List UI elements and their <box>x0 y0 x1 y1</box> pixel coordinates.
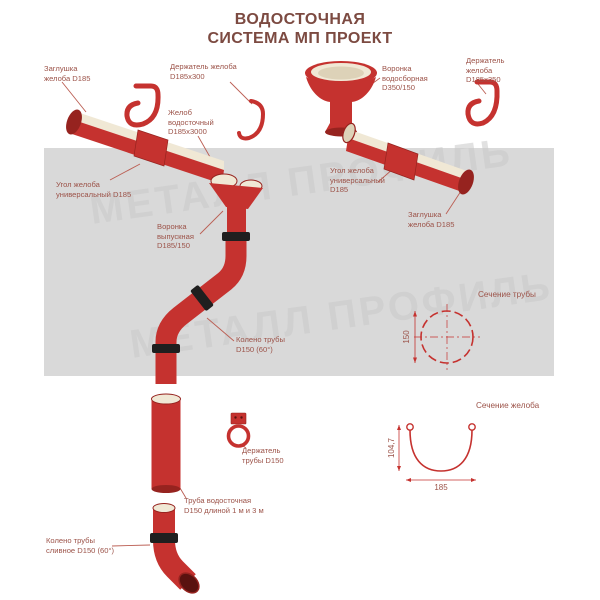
outlet-funnel-drawing <box>209 173 263 241</box>
leader-line <box>197 135 211 158</box>
label-drain-elbow: Колено трубы сливное D150 (60°) <box>46 536 115 555</box>
downpipe-open-end <box>151 393 181 405</box>
collector-funnel-drawing <box>305 61 377 137</box>
label-endcap-left: Заглушка желоба D185 <box>44 64 91 83</box>
leader-line <box>111 544 151 547</box>
gutter-corner-left <box>133 129 169 167</box>
gutter-holder-hook-center <box>237 99 266 141</box>
gutter-left <box>66 109 224 184</box>
gutter-right-open-end <box>342 122 356 144</box>
label-gutter-angle-left: Угол желоба универсальный D185 <box>56 180 132 199</box>
dimension-arrow <box>397 466 401 471</box>
drain-elbow-body <box>153 508 196 590</box>
label-gutter-holder-300: Держатель желоба D185х300 <box>170 62 237 81</box>
gutter-section-lip <box>468 423 476 431</box>
gutter-right <box>342 122 474 195</box>
pipe-coupling-band <box>152 344 180 353</box>
collector-funnel-neck <box>330 101 352 124</box>
dimension-arrow <box>397 425 401 430</box>
collector-funnel-body <box>306 77 376 102</box>
outlet-funnel-body <box>209 183 263 209</box>
pipe-holder-screw-hole <box>234 416 237 419</box>
pipe-holder-plate <box>230 412 247 425</box>
gutter-width-value: 185 <box>434 483 448 492</box>
downpipe-body <box>151 399 181 489</box>
label-outlet-funnel: Воронка выпускная D185/150 <box>157 222 194 251</box>
gutter-corner-right <box>383 142 419 181</box>
drain-elbow-open-end <box>152 503 176 513</box>
gutter-holder-hook-right <box>465 79 500 127</box>
gutter-endcap-right <box>458 169 474 195</box>
leader-line <box>206 317 235 342</box>
label-pipe-elbow: Колено трубы D150 (60°) <box>236 335 285 354</box>
leader-line <box>477 83 487 95</box>
drain-elbow-drawing <box>150 503 200 594</box>
pipe-holder-drawing <box>226 412 251 448</box>
pipe-section-title: Сечение трубы <box>478 290 536 299</box>
leader-line <box>199 210 224 235</box>
gutter-section-diagram: 185 104,7 <box>387 423 476 492</box>
pipe-holder-screw-hole <box>240 416 243 419</box>
pipe-section-diagram: 150 <box>402 304 480 370</box>
label-gutter-holder-350: Держатель желоба D185х350 <box>466 56 505 85</box>
gutter-holder-hook-left <box>124 83 161 128</box>
dimension-arrow <box>406 478 411 482</box>
dimension-arrow <box>413 311 417 317</box>
leader-line <box>61 81 87 113</box>
downpipe-drawing <box>151 393 181 493</box>
collector-funnel-hole <box>318 66 364 80</box>
label-gutter-angle-right: Угол желоба универсальный D185 <box>330 166 385 195</box>
leader-lines <box>61 77 487 547</box>
gutter-section-title: Сечение желоба <box>476 401 540 410</box>
outlet-funnel-neck <box>227 207 246 234</box>
label-gutter: Желоб водосточный D185х3000 <box>168 108 214 137</box>
label-downpipe: Труба водосточная D150 длиной 1 м и 3 м <box>184 496 264 515</box>
dimension-arrow <box>413 357 417 363</box>
gutter-section-lip <box>406 423 414 431</box>
pipe-diameter-value: 150 <box>402 330 411 344</box>
pipe-coupling-band <box>190 285 214 311</box>
label-endcap-right: Заглушка желоба D185 <box>408 210 455 229</box>
leader-line <box>109 163 141 181</box>
gutter-endcap-left <box>66 109 82 135</box>
downpipe-bottom-end <box>151 485 181 493</box>
pipe-coupling-band <box>222 232 250 241</box>
upper-downpipe-assembly <box>152 241 247 384</box>
page-title: ВОДОСТОЧНАЯ СИСТЕМА МП ПРОЕКТ <box>207 11 393 48</box>
gutter-height-value: 104,7 <box>387 437 396 458</box>
dimension-arrow <box>471 478 476 482</box>
drain-elbow-outlet <box>178 572 200 594</box>
label-collector-funnel: Воронка водосборная D350/150 <box>382 64 428 93</box>
pipe-holder-ring <box>226 424 251 448</box>
label-pipe-holder: Держатель трубы D150 <box>242 446 284 465</box>
leader-line <box>229 81 253 105</box>
pipe-coupling-band <box>150 533 178 543</box>
gutter-section-profile <box>409 429 473 472</box>
